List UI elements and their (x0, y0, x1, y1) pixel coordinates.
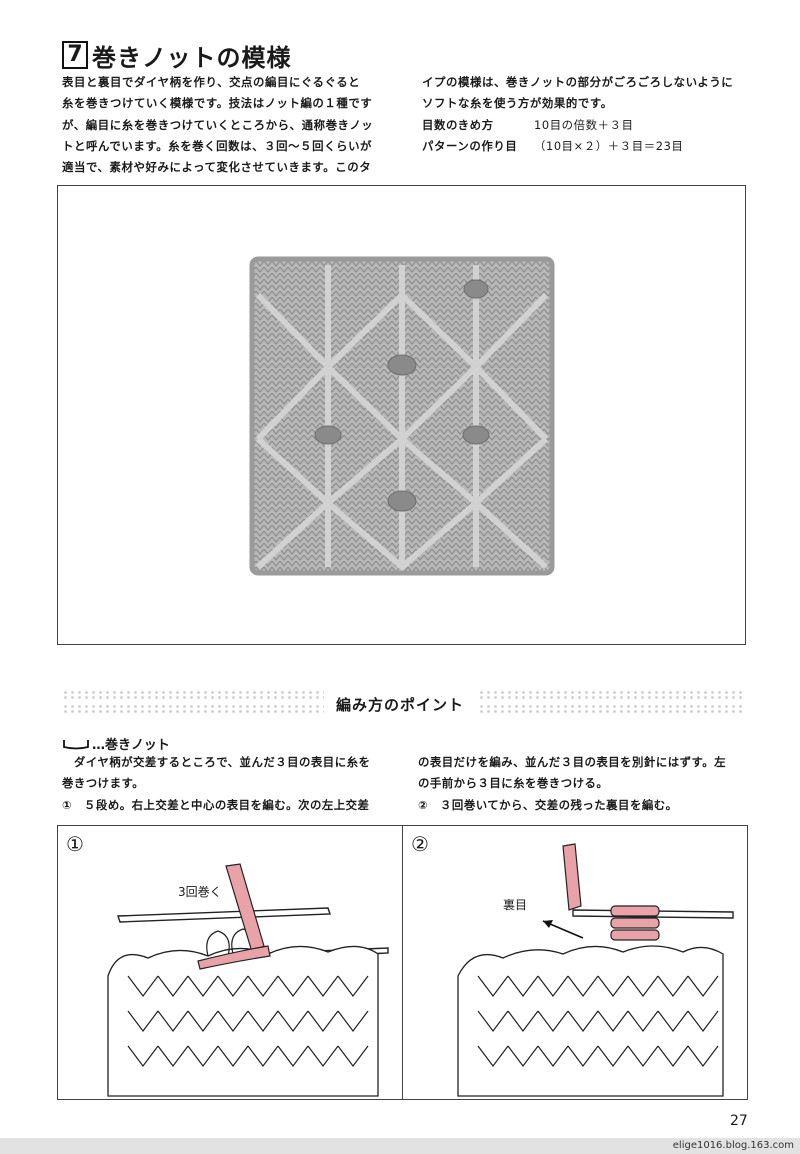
intro-line: トと呼んでいます。糸を巻く回数は、３回〜５回くらいが (62, 138, 373, 153)
spec-label: パターンの作り目 (422, 138, 518, 153)
section-title: 編み方のポイント (335, 696, 464, 714)
spec-value: 10目の倍数＋３目 (534, 117, 634, 132)
intro-line: 適当で、素材や好みによって変化させていきます。このタ (62, 160, 372, 175)
instructions-right-column: の表目だけを編み、並んだ３目の表目を別針にはずす。左 の手前から３目に糸を巻きつ… (418, 752, 763, 816)
swatch-photo-frame (57, 185, 746, 645)
dotted-rule-right (478, 690, 744, 700)
intro-left-column: 表目と裏目でダイヤ柄を作り、交点の編目にぐるぐると 糸を巻きつけていく模様です。… (62, 72, 392, 178)
spec-label: 目数のきめ方 (422, 117, 494, 132)
intro-line: 表目と裏目でダイヤ柄を作り、交点の編目にぐるぐると (62, 75, 361, 89)
footer-watermark-url: elige1016.blog.163.com (672, 1140, 794, 1151)
instruction-line: ② ３回巻いてから、交差の残った裏目を編む。 (418, 797, 678, 812)
knitting-diagram-1 (107, 863, 389, 1097)
instruction-line: ダイヤ柄が交差するところで、並んだ３目の表目に糸を (62, 755, 371, 769)
intro-line: が、編目に糸を巻きつけていくところから、通称巻きノッ (62, 117, 374, 132)
instruction-line: 巻きつけます。 (62, 776, 145, 791)
wrap-knot-symbol-icon (63, 739, 89, 749)
diagram-frame: ① 3回巻く ② 裏目 (57, 825, 748, 1100)
subsection-title: …巻きノット (92, 738, 170, 753)
instructions-left-column: ダイヤ柄が交差するところで、並んだ３目の表目に糸を 巻きつけます。 ① ５段め。… (62, 752, 402, 816)
page-title: 7 巻きノットの模様 (62, 38, 292, 72)
instruction-line: ① ５段め。右上交差と中心の表目を編む。次の左上交差 (62, 797, 370, 812)
diagram-step-1: ① 3回巻く (58, 826, 402, 1099)
spec-stitch-count: 目数のきめ方 10目の倍数＋３目 (422, 115, 762, 136)
dotted-rule-right-lower (478, 704, 744, 714)
instruction-line: の手前から３目に糸を巻きつける。 (418, 776, 609, 791)
diagram-annotation: 裏目 (503, 898, 528, 912)
title-text: 巻きノットの模様 (92, 43, 292, 72)
dotted-rule-left (62, 690, 324, 700)
intro-line: ソフトな糸を使う方が効果的です。 (422, 96, 613, 111)
page-number: 27 (730, 1113, 748, 1129)
intro-right-column: イプの模様は、巻きノットの部分がごろごろしないように ソフトな糸を使う方が効果的… (422, 72, 762, 157)
diagram-number: ② (411, 832, 429, 856)
knitting-diagram-2 (457, 843, 734, 1097)
diagram-step-2: ② 裏目 (403, 826, 747, 1099)
knit-swatch-image (249, 256, 555, 576)
spec-value: （10目×２）＋３目＝23目 (534, 138, 684, 153)
footer-bar: elige1016.blog.163.com (0, 1138, 800, 1154)
diagram-divider (402, 826, 403, 1099)
diagram-number: ① (66, 832, 84, 856)
dotted-rule-left-lower (62, 704, 324, 714)
diagram-annotation: 3回巻く (178, 885, 222, 899)
spec-cast-on: パターンの作り目 （10目×２）＋３目＝23目 (422, 136, 762, 157)
instruction-line: の表目だけを編み、並んだ３目の表目を別針にはずす。左 (418, 755, 727, 769)
intro-line: 糸を巻きつけていく模様です。技法はノット編の１種です (62, 96, 373, 111)
intro-line: イプの模様は、巻きノットの部分がごろごろしないように (422, 75, 734, 89)
subsection-heading: …巻きノット (62, 734, 170, 753)
title-number-box: 7 (62, 41, 88, 69)
